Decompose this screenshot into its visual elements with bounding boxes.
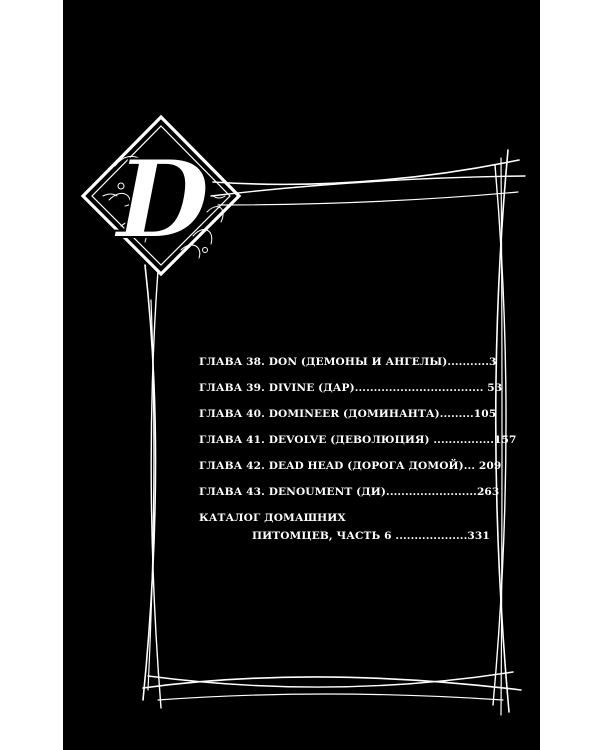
emblem-letter: D [113,137,210,263]
toc-entry-page: 105 [473,408,497,420]
toc-entry[interactable]: ГЛАВА 43. DENOUMENT (ДИ)................… [199,479,499,505]
toc-entry-page: 157 [494,434,517,446]
toc-catalog-title: ПИТОМЦЕВ, ЧАСТЬ 6 [252,530,392,542]
frame-bottom-line-2 [147,671,514,688]
frame-top-line-2 [210,175,526,197]
toc-entry-title: ГЛАВА 42. DEAD HEAD (ДОРОГА ДОМОЙ) [199,460,464,472]
frame-right-line-3 [500,157,503,716]
toc-entry-leaders: ................ [429,434,494,446]
toc-catalog-line-2[interactable]: ПИТОМЦЕВ, ЧАСТЬ 6 ...................331 [199,527,490,545]
toc-entry-leaders: ......... [439,408,474,420]
emblem-diamond-inner [91,125,231,266]
emblem-diamond-outer [80,114,242,277]
floral-ornament [102,156,226,259]
toc-entry-page: 3 [488,356,497,368]
toc-entry[interactable]: ГЛАВА 41. DEVOLVE (ДЕВОЛЮЦИЯ) ..........… [199,427,516,453]
frame-right-line-2 [492,164,507,706]
toc-catalog-page: 331 [467,530,490,542]
toc-entry-title: ГЛАВА 41. DEVOLVE (ДЕВОЛЮЦИЯ) [199,434,430,446]
frame-left-line-2 [150,269,162,709]
frame-left-line-3 [147,299,155,691]
toc-entry-leaders: ........... [447,356,489,368]
toc-entry-title: ГЛАВА 43. DENOUMENT (ДИ) [199,486,387,498]
frame-top-line-1 [212,159,520,186]
toc-entry[interactable]: ГЛАВА 38. DON (ДЕМОНЫ И АНГЕЛЫ).........… [199,349,496,375]
decorative-frame: D [80,114,526,716]
frame-top-line-3 [217,191,519,206]
toc-entry-page: 263 [476,486,500,498]
toc-entry-leaders: ........................ [386,486,477,498]
toc-entry-title: ГЛАВА 38. DON (ДЕМОНЫ И АНГЕЛЫ) [199,356,448,368]
toc-entry-title: ГЛАВА 39. DIVINE (ДАР) [199,382,355,394]
toc-catalog-line-1[interactable]: КАТАЛОГ ДОМАШНИХ [199,512,346,524]
toc-entry-title: ГЛАВА 40. DOMINEER (ДОМИНАНТА) [199,408,440,420]
toc-entry-leaders: ... [463,460,479,472]
toc-entry-page: 53 [487,382,503,394]
frame-left-line-1 [142,264,157,701]
toc-catalog-leaders: ................... [391,530,468,542]
toc-entry[interactable]: ГЛАВА 42. DEAD HEAD (ДОРОГА ДОМОЙ)... 20… [199,453,501,479]
frame-bottom-line-1 [142,676,522,691]
toc-entry-page: 209 [478,460,502,472]
toc-entry[interactable]: ГЛАВА 39. DIVINE (ДАР)..................… [199,375,502,401]
table-of-contents: ГЛАВА 38. DON (ДЕМОНЫ И АНГЕЛЫ).........… [199,349,516,545]
toc-entry[interactable]: ГЛАВА 40. DOMINEER (ДОМИНАНТА).........1… [199,401,496,427]
toc-entry-leaders: .................................. [354,382,488,394]
frame-right-line-1 [494,149,510,713]
book-page: D ГЛАВА 38. DON (ДЕМОНЫ И АНГЕЛЫ).......… [63,0,540,750]
frame-bottom-line-3 [157,693,504,701]
